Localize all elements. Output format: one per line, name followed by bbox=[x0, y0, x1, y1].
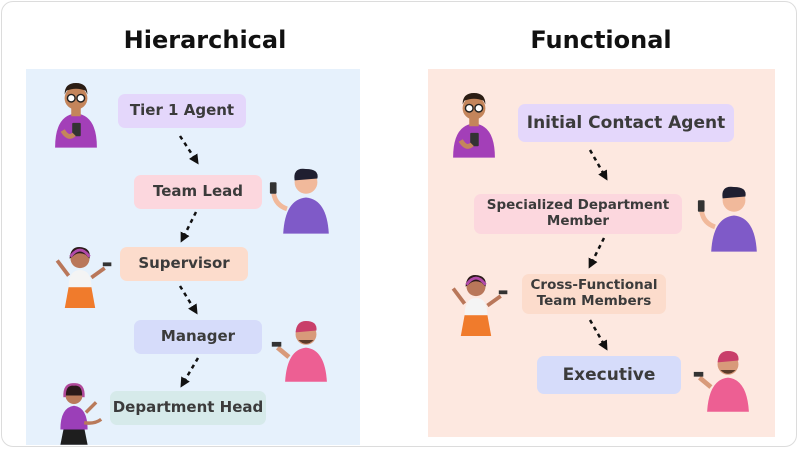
arrow-manager-to-depthead bbox=[180, 357, 200, 388]
node-supervisor: Supervisor bbox=[120, 247, 248, 281]
arrow-teamlead-to-supervisor bbox=[180, 211, 198, 243]
supervisor-person-icon bbox=[55, 245, 114, 310]
arrow-specialized-to-crossfunctional bbox=[588, 237, 606, 269]
node-team-lead: Team Lead bbox=[134, 175, 262, 209]
arrow-initial-to-specialized bbox=[588, 149, 608, 181]
arrow-crossfunctional-to-executive bbox=[588, 319, 608, 351]
hierarchical-title: Hierarchical bbox=[123, 26, 287, 54]
node-manager: Manager bbox=[134, 320, 262, 354]
node-cross-functional-team-members: Cross-Functional Team Members bbox=[522, 274, 666, 314]
node-tier1-agent: Tier 1 Agent bbox=[118, 94, 246, 128]
arrow-supervisor-to-manager bbox=[178, 285, 198, 315]
department-head-person-icon bbox=[58, 382, 103, 447]
arrow-tier1-to-teamlead bbox=[178, 135, 199, 165]
team-lead-person-icon bbox=[270, 169, 329, 234]
functional-title: Functional bbox=[530, 26, 672, 54]
cross-functional-person-icon bbox=[451, 273, 510, 338]
specialized-member-person-icon bbox=[698, 187, 757, 252]
manager-person-icon bbox=[272, 321, 327, 382]
node-specialized-department-member: Specialized Department Member bbox=[474, 194, 682, 234]
initial-agent-person-icon bbox=[453, 93, 495, 158]
node-initial-contact-agent: Initial Contact Agent bbox=[518, 104, 734, 142]
node-executive: Executive bbox=[537, 356, 681, 394]
node-department-head: Department Head bbox=[110, 391, 266, 425]
executive-person-icon bbox=[694, 351, 749, 412]
agent-person-icon bbox=[55, 83, 97, 148]
